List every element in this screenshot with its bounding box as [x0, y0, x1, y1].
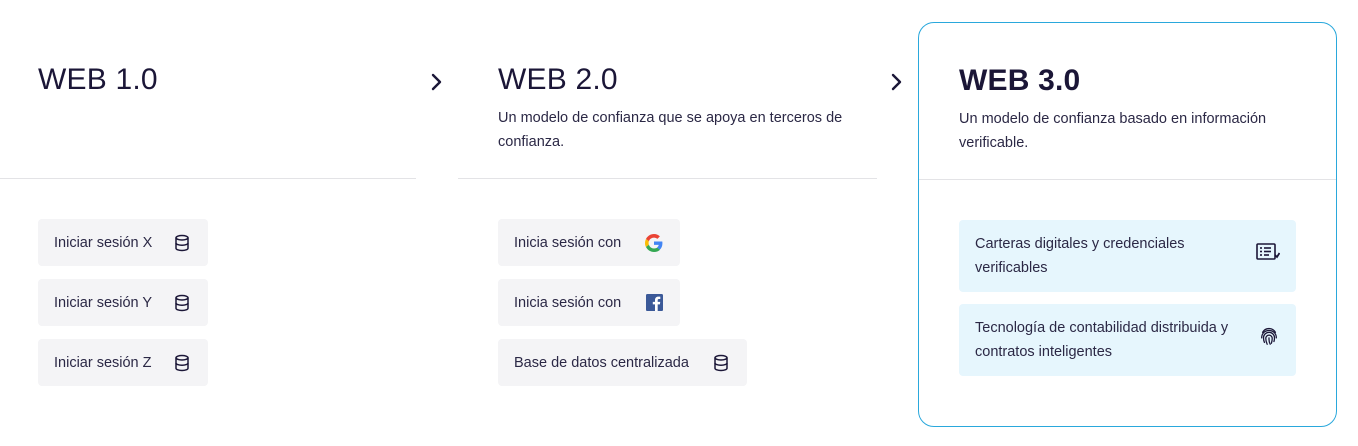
facebook-login-item: Inicia sesión con	[498, 279, 680, 326]
wallets-credentials-item: Carteras digitales y credenciales verifi…	[959, 220, 1296, 292]
google-login-label: Inicia sesión con	[514, 234, 622, 251]
google-icon	[644, 233, 664, 253]
web1-column: WEB 1.0 Iniciar sesión X Iniciar sesión …	[0, 0, 416, 446]
central-db-label: Base de datos centralizada	[514, 354, 689, 371]
credential-card-icon	[1256, 242, 1281, 270]
login-x-item: Iniciar sesión X	[38, 219, 208, 266]
dlt-smart-contracts-label: Tecnología de contabilidad distribuida y…	[975, 320, 1229, 360]
web2-description: Un modelo de confianza que se apoya en t…	[498, 110, 843, 150]
web2-column: WEB 2.0 Un modelo de confianza que se ap…	[458, 0, 877, 446]
web1-title: WEB 1.0	[38, 63, 158, 96]
dlt-smart-contracts-item: Tecnología de contabilidad distribuida y…	[959, 304, 1296, 376]
chevron-right-icon	[886, 72, 906, 92]
login-z-label: Iniciar sesión Z	[54, 354, 152, 371]
web3-title: WEB 3.0	[959, 64, 1081, 97]
web3-description: Un modelo de confianza basado en informa…	[959, 111, 1267, 151]
login-y-item: Iniciar sesión Y	[38, 279, 208, 326]
login-z-item: Iniciar sesión Z	[38, 339, 208, 386]
facebook-login-label: Inicia sesión con	[514, 294, 622, 311]
login-y-label: Iniciar sesión Y	[54, 294, 153, 311]
web3-header: WEB 3.0 Un modelo de confianza basado en…	[919, 23, 1336, 180]
web1-header: WEB 1.0	[0, 0, 416, 179]
fingerprint-icon	[1258, 325, 1280, 355]
web2-title: WEB 2.0	[498, 63, 618, 96]
google-login-item: Inicia sesión con	[498, 219, 680, 266]
web3-card: WEB 3.0 Un modelo de confianza basado en…	[918, 22, 1337, 427]
database-icon	[172, 233, 192, 253]
wallets-credentials-label: Carteras digitales y credenciales verifi…	[975, 236, 1185, 276]
database-icon	[172, 293, 192, 313]
web2-header: WEB 2.0 Un modelo de confianza que se ap…	[458, 0, 877, 179]
database-icon	[711, 353, 731, 373]
login-x-label: Iniciar sesión X	[54, 234, 153, 251]
facebook-icon	[644, 293, 664, 313]
chevron-right-icon	[426, 72, 446, 92]
database-icon	[172, 353, 192, 373]
central-db-item: Base de datos centralizada	[498, 339, 747, 386]
